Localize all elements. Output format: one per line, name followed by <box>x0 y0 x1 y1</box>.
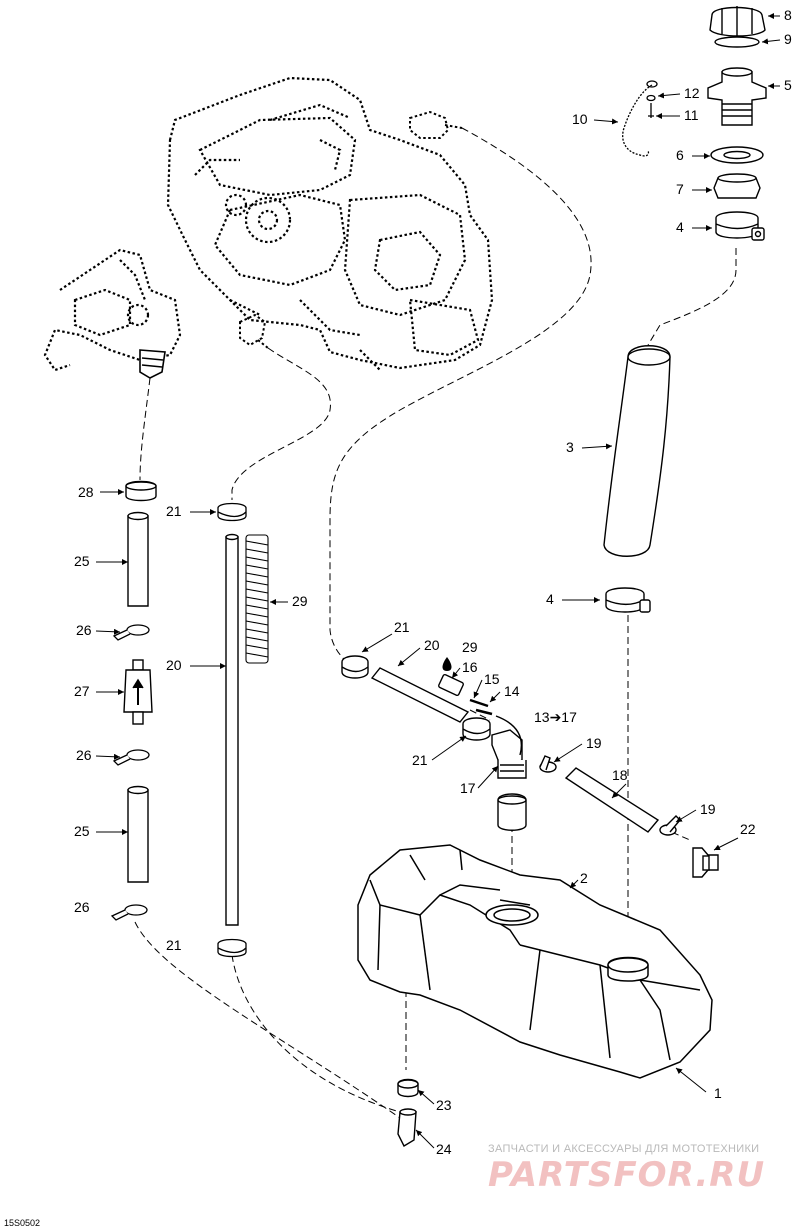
leader-fuel-line-short <box>397 647 421 667</box>
leader-filler-hose <box>581 443 613 450</box>
callout-pump-hose-clamp: 28 <box>78 484 94 500</box>
fuel-line-long-part <box>225 533 239 926</box>
figure-code: 15S0502 <box>4 1218 40 1228</box>
callout-filler-nut: 7 <box>676 181 684 197</box>
fuel-pump-outlet <box>139 349 166 379</box>
callout-vent-part-16: 16 <box>462 659 478 675</box>
callout-drain-grommet: 23 <box>436 1097 452 1113</box>
leader-fuel-line-clamp-lower-right <box>431 735 467 761</box>
leader-cap-o-ring <box>761 38 781 45</box>
leader-vent-hose-clamp-right <box>675 809 697 823</box>
filler-clamp-bottom-part <box>605 587 651 613</box>
fuel-tank-part <box>357 844 713 1079</box>
pump-clamp-part <box>125 480 157 502</box>
leader-vent-part-14 <box>489 691 501 703</box>
leader-cap-retaining-chain <box>593 118 619 125</box>
callout-filter-hose-lower: 25 <box>74 823 90 839</box>
callout-vent-hose: 18 <box>612 767 628 783</box>
leader-drain-fitting <box>415 1129 435 1149</box>
callout-vent-hose-clamp-left: 19 <box>586 735 602 751</box>
callout-fuel-line-long: 20 <box>166 657 182 673</box>
vent-group-part <box>341 655 719 878</box>
leader-chain-washer <box>657 92 681 99</box>
engine-fuel-fitting <box>409 110 463 139</box>
callout-filter-clamp-lower: 26 <box>74 899 90 915</box>
callout-check-valve: 22 <box>740 821 756 837</box>
leader-filter-clamp-middle <box>95 753 121 760</box>
callout-fuel-filter: 27 <box>74 683 90 699</box>
callout-fuel-cap: 8 <box>784 7 792 23</box>
leader-vent-hose-clamp-left <box>553 743 583 763</box>
fuel-pump-phantom <box>43 248 182 372</box>
callout-chain-washer: 12 <box>684 85 700 101</box>
callout-filler-gasket: 6 <box>676 147 684 163</box>
callout-filler-hose: 3 <box>566 439 574 455</box>
callout-fuel-line-short: 20 <box>424 637 440 653</box>
callout-filter-clamp-upper: 26 <box>76 622 92 638</box>
callout-filter-clamp-middle: 26 <box>76 747 92 763</box>
leader-tank-sealant-drop <box>569 879 579 889</box>
callout-vent-part-15: 15 <box>484 671 500 687</box>
callout-fuel-line-clamp-bottom: 21 <box>166 937 182 953</box>
leader-vent-part-15 <box>473 679 483 699</box>
callout-filler-neck: 5 <box>784 77 792 93</box>
callout-fuel-line-clamp-lower-right: 21 <box>412 752 428 768</box>
drain-parts <box>397 1078 419 1147</box>
leader-fuel-pickup-fitting <box>477 765 499 789</box>
callout-filler-hose-clamp-bottom: 4 <box>546 591 554 607</box>
leader-fuel-tank <box>675 1067 707 1093</box>
callout-cap-o-ring: 9 <box>784 31 792 47</box>
fuel-cap-part <box>709 6 766 48</box>
spiral-protector-part <box>245 534 269 664</box>
leader-vent-hose <box>611 783 627 799</box>
callout-fuel-line-clamp-upper-right: 21 <box>394 619 410 635</box>
engine-return-fitting <box>239 313 269 349</box>
engine-block-phantom <box>166 76 494 371</box>
leader-fuel-line-clamp-upper-right <box>361 633 393 653</box>
filler-neck-part <box>707 67 767 241</box>
callout-vent-hose-clamp-right: 19 <box>700 801 716 817</box>
leader-filter-clamp-upper <box>95 628 121 635</box>
callout-tank-sealant-drop: 2 <box>580 870 588 886</box>
fuel-line-clamps-part <box>217 502 247 958</box>
fuel-filter-part <box>123 659 153 725</box>
callout-fuel-tank: 1 <box>714 1085 722 1101</box>
callout-spiral-protector: 29 <box>292 593 308 609</box>
leader-drain-grommet <box>417 1089 435 1105</box>
watermark-logo: PARTSFOR.RU <box>488 1155 765 1195</box>
watermark-tagline: ЗАПЧАСТИ И АКСЕССУАРЫ ДЛЯ МОТОТЕХНИКИ <box>488 1143 759 1155</box>
filter-hoses-part <box>127 511 149 883</box>
callout-filler-hose-clamp-top: 4 <box>676 219 684 235</box>
callout-drain-fitting: 24 <box>436 1141 452 1157</box>
leader-vent-part-16 <box>451 667 461 679</box>
callout-vent-valve-kit: 13➔17 <box>534 709 577 725</box>
leader-check-valve <box>713 837 739 851</box>
filter-clamps-part <box>110 624 150 921</box>
callout-filter-hose-upper: 25 <box>74 553 90 569</box>
filler-hose-part <box>603 345 671 557</box>
callout-vent-part-14: 14 <box>504 683 520 699</box>
callout-cap-retaining-chain: 10 <box>572 111 588 127</box>
cap-chain-part <box>622 80 658 157</box>
callout-chain-screw: 11 <box>684 107 699 123</box>
callout-fuel-line-clamp-top: 21 <box>166 503 182 519</box>
callout-fuel-pickup-fitting: 17 <box>460 780 476 796</box>
callout-protector-sealant-drop: 29 <box>462 639 478 655</box>
